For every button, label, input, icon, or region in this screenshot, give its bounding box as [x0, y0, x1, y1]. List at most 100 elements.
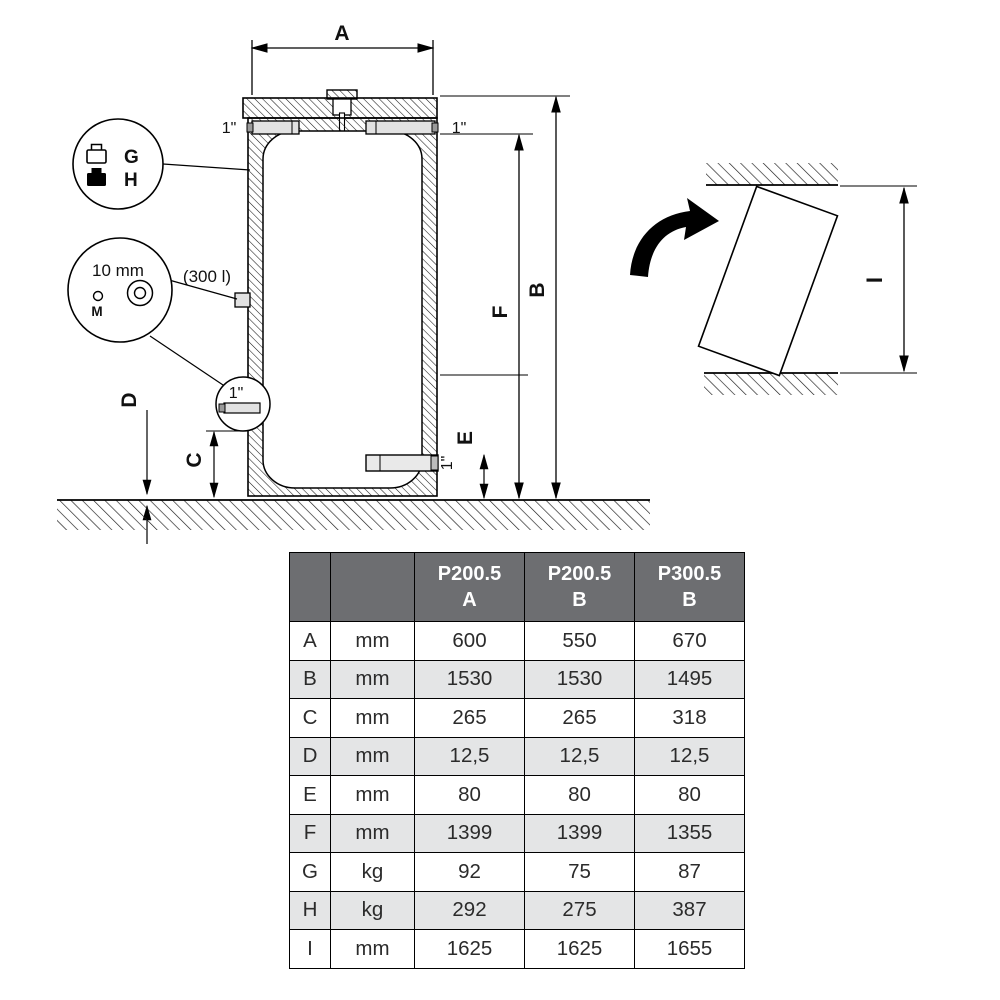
technical-drawing: A 1" 1" (300 l) [57, 22, 917, 544]
param-cell: A [289, 621, 331, 661]
param-cell: F [289, 813, 331, 853]
value-cell: 80 [524, 775, 635, 815]
callout-circle [72, 118, 164, 210]
dimension-i: I [840, 185, 917, 374]
leader-line [162, 163, 251, 171]
dimension-a: A [250, 22, 435, 95]
value-cell: 275 [524, 890, 635, 930]
leader-line [149, 335, 227, 388]
value-cell: 600 [414, 621, 525, 661]
dimension-b: B [440, 95, 570, 500]
dim-label-d: D [118, 392, 141, 407]
unit-cell: mm [330, 736, 415, 776]
param-cell: E [289, 775, 331, 815]
dim-label-i: I [862, 277, 887, 283]
model-name: P200.5 [547, 563, 612, 585]
tilt-arrow-icon [630, 198, 719, 277]
table-row: F mm 1399 1399 1355 [289, 813, 745, 853]
anode-m-label: M [91, 304, 102, 319]
unit-cell: mm [330, 698, 415, 738]
dim-label-b: B [526, 282, 549, 297]
unit-cell: mm [330, 621, 415, 661]
param-cell: B [289, 659, 331, 699]
header-unit-cell [330, 552, 415, 622]
anode-size-label: 10 mm [92, 261, 144, 280]
port-label-side: 1" [229, 385, 244, 402]
callout-weights: G H [72, 118, 251, 210]
dimension-c: C [183, 430, 243, 499]
dim-label-c: C [183, 452, 206, 467]
weight-filled-icon [91, 168, 102, 174]
spec-table: P200.5 A P200.5 B P300.5 B A mm [289, 552, 745, 969]
table-header-row: P200.5 A P200.5 B P300.5 B [289, 552, 745, 622]
value-cell: 80 [414, 775, 525, 815]
value-cell: 1355 [634, 813, 745, 853]
callout-port-side: 1" [215, 376, 271, 432]
dim-label-e: E [454, 431, 477, 445]
port-cap [430, 455, 439, 471]
weight-outline-icon [86, 149, 107, 164]
unit-cell: mm [330, 659, 415, 699]
header-model-1: P200.5 A [414, 552, 525, 622]
dimension-f: F [440, 133, 533, 500]
value-cell: 12,5 [634, 736, 745, 776]
model-variant: B [682, 589, 697, 611]
value-cell: 12,5 [524, 736, 635, 776]
value-cell: 92 [414, 852, 525, 892]
table-row: H kg 292 275 387 [289, 890, 745, 930]
value-cell: 1399 [524, 813, 635, 853]
unit-cell: kg [330, 890, 415, 930]
port-top-left: 1" [222, 120, 300, 137]
header-param-cell [289, 552, 331, 622]
value-cell: 12,5 [414, 736, 525, 776]
ground [57, 499, 650, 530]
unit-cell: mm [330, 775, 415, 815]
port-label-top-left: 1" [222, 120, 237, 137]
callout-circle [67, 237, 173, 343]
port-label-bottom: 1" [439, 456, 456, 471]
tilted-tank [697, 185, 839, 377]
value-cell: 1399 [414, 813, 525, 853]
weight-label-h: H [124, 170, 138, 191]
value-cell: 292 [414, 890, 525, 930]
tank-inner-vessel [262, 130, 423, 489]
dimension-d: D [118, 392, 152, 544]
table-row: C mm 265 265 318 [289, 698, 745, 738]
port-cap [218, 403, 226, 413]
model-variant: B [572, 589, 587, 611]
value-cell: 1530 [414, 659, 525, 699]
port-body [234, 292, 251, 308]
model-variant: A [462, 589, 477, 611]
lid-fitting [326, 89, 358, 100]
value-cell: 550 [524, 621, 635, 661]
value-cell: 75 [524, 852, 635, 892]
dimensions-table: P200.5 A P200.5 B P300.5 B A mm [289, 552, 745, 969]
callout-anode: 10 mm M [67, 237, 238, 388]
port-bottom-right: 1" [365, 454, 456, 472]
dimension-e: E [454, 431, 489, 500]
weight-label-g: G [124, 147, 139, 168]
port-side-mid: (300 l) [183, 267, 251, 308]
value-cell: 87 [634, 852, 745, 892]
param-cell: G [289, 852, 331, 892]
param-cell: H [289, 890, 331, 930]
ground-hatch [57, 500, 650, 530]
value-cell: 1495 [634, 659, 745, 699]
port-label-top-right: 1" [452, 120, 467, 137]
table-row: G kg 92 75 87 [289, 852, 745, 892]
unit-cell: mm [330, 813, 415, 853]
port-top-right: 1" [365, 120, 467, 137]
table-row: B mm 1530 1530 1495 [289, 659, 745, 699]
weight-filled-icon [87, 173, 106, 186]
volume-label: (300 l) [183, 267, 231, 286]
tilt-diagram: I [630, 163, 917, 395]
port-cap [431, 122, 439, 133]
param-cell: D [289, 736, 331, 776]
port-body [223, 402, 261, 414]
anode-small-hole-icon [92, 290, 104, 302]
leader-line [168, 279, 238, 300]
header-model-3: P300.5 B [634, 552, 745, 622]
dim-label-a: A [334, 22, 349, 45]
tank-body [247, 117, 438, 497]
